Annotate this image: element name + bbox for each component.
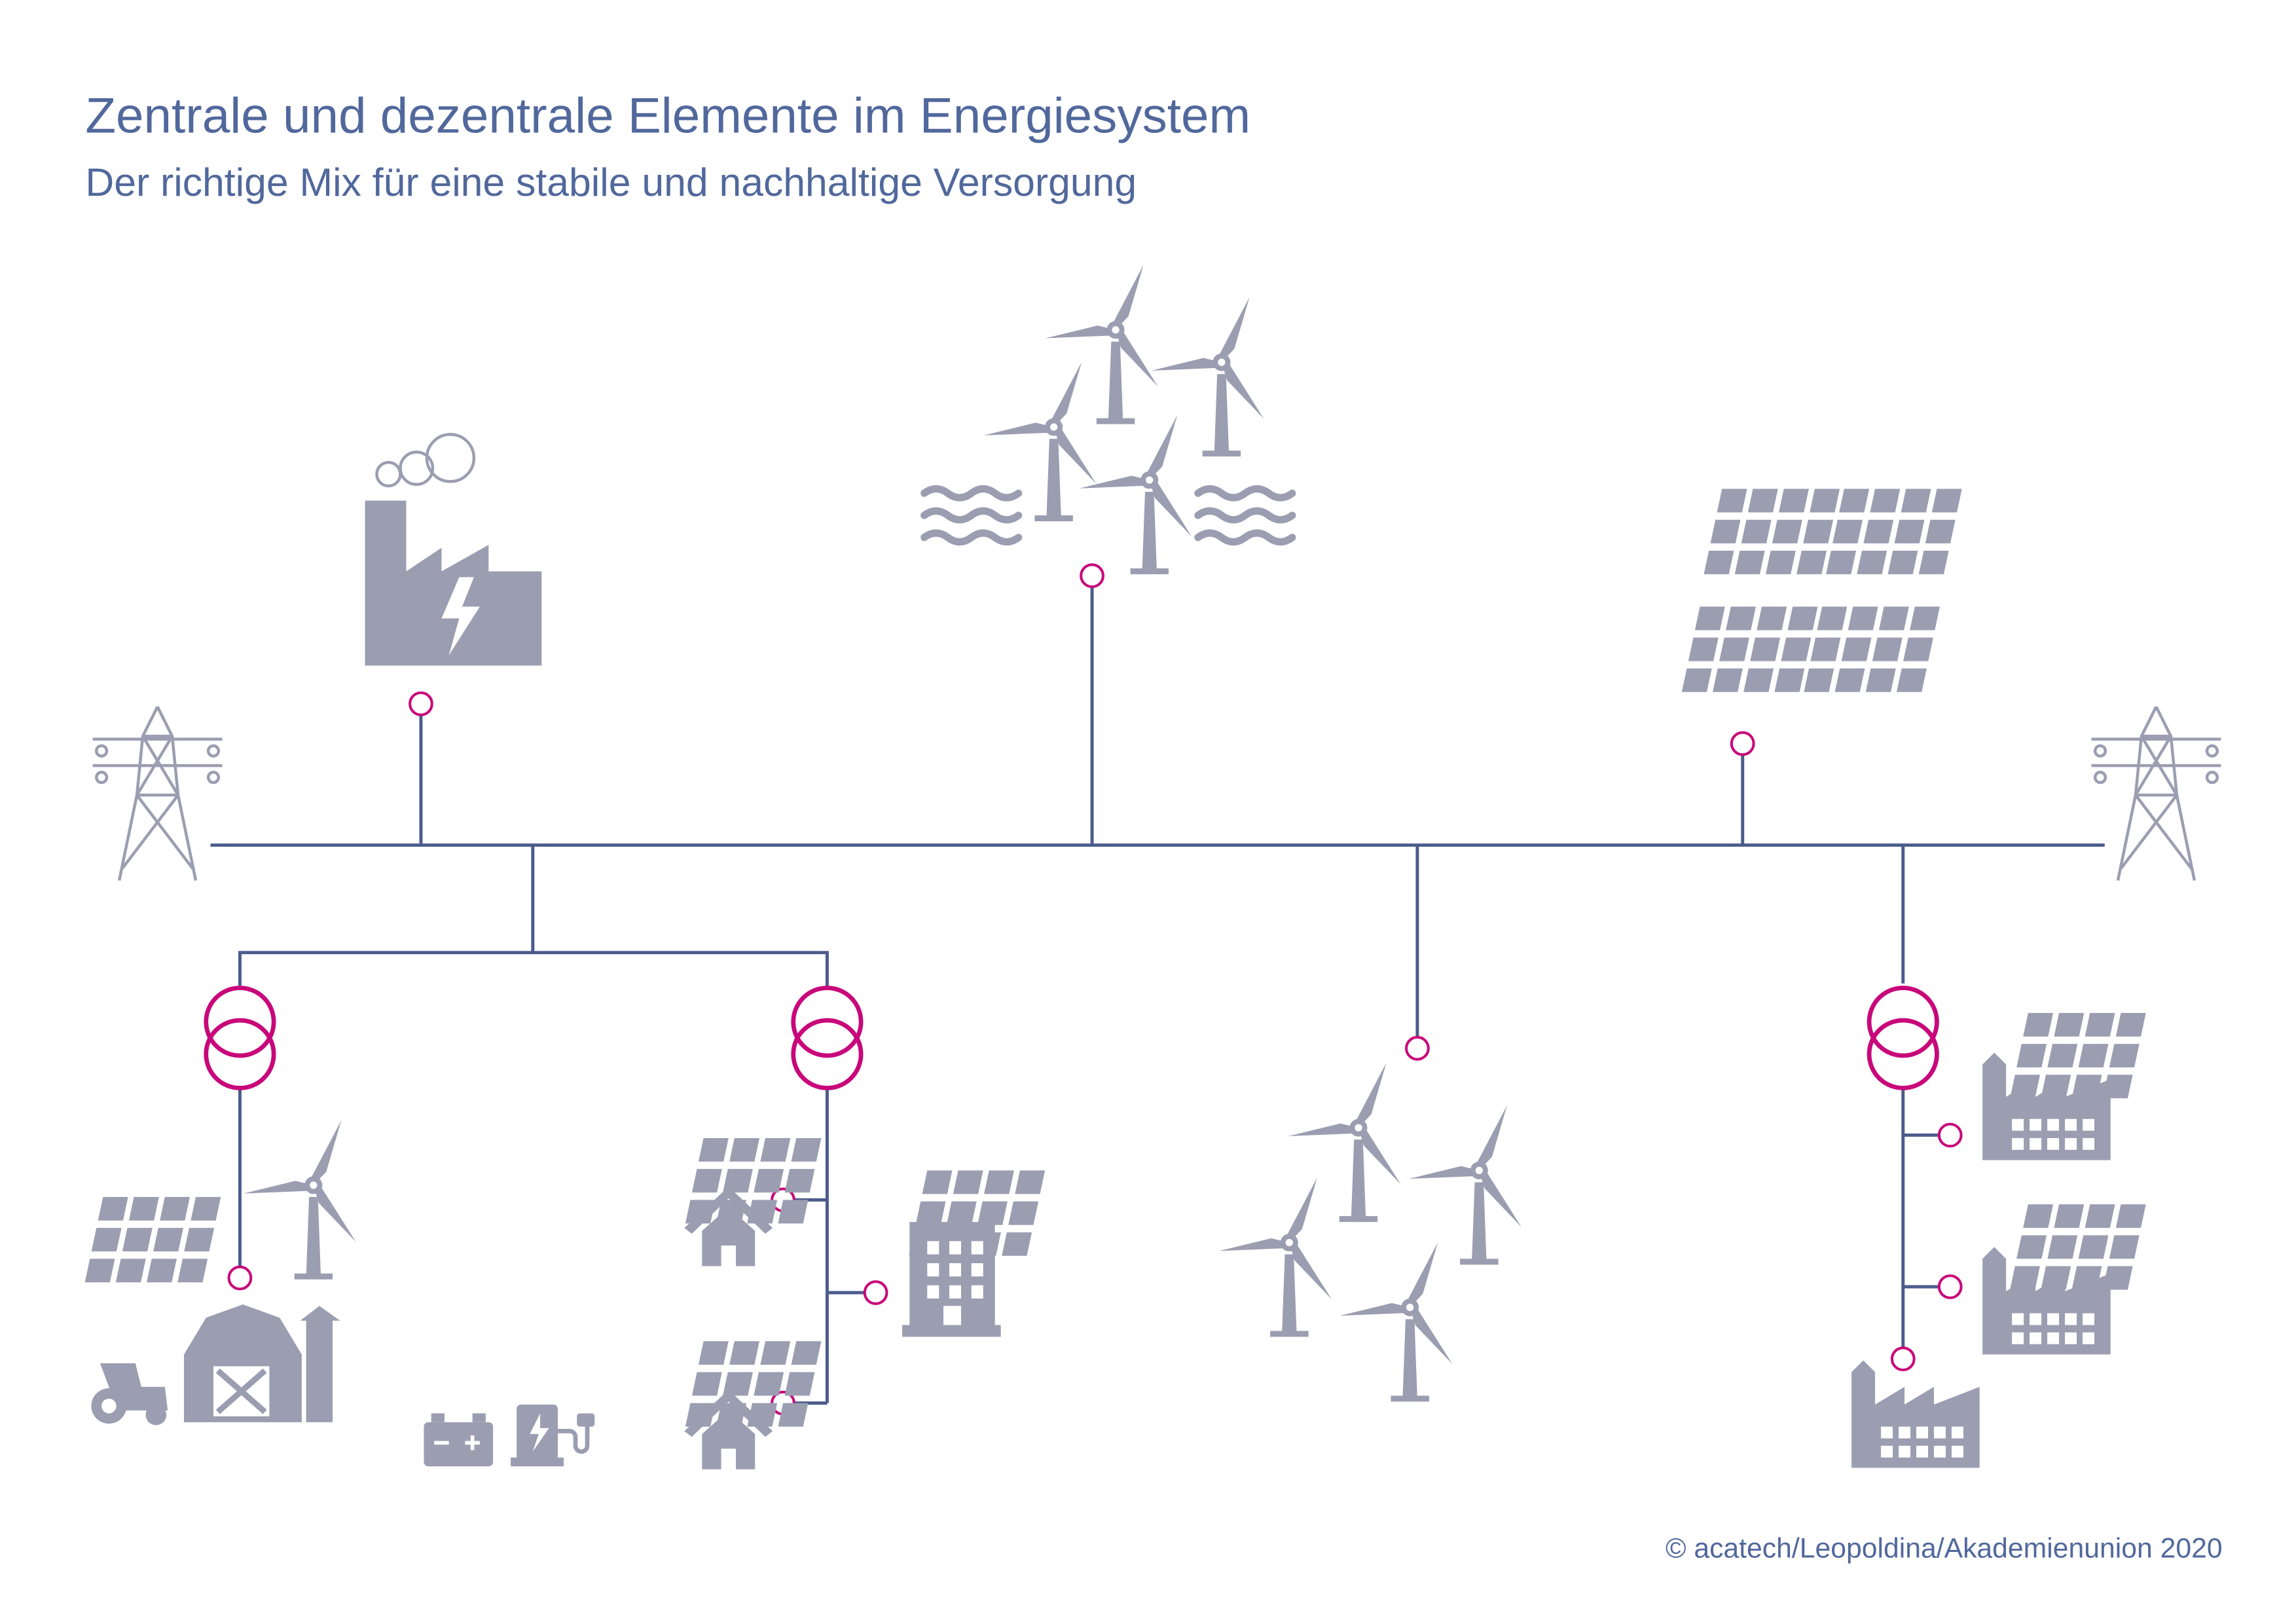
node-factory-1 (1937, 1122, 1963, 1148)
transformer-icon (1867, 986, 1939, 1090)
industrial-factory-icon (1851, 1360, 1980, 1468)
battery-icon (424, 1413, 494, 1467)
node-power-plant (409, 691, 433, 716)
power-pylon-icon (2092, 707, 2221, 880)
node-office (863, 1280, 888, 1305)
tractor-icon (91, 1363, 168, 1426)
office-building-icon (902, 1170, 1046, 1337)
ev-charger-icon (511, 1404, 595, 1467)
farm-icon (84, 1119, 359, 1426)
industrial-factory-icon (1982, 1012, 2146, 1160)
node-solar-farm (1730, 731, 1755, 756)
power-grid-lines (210, 587, 2105, 1405)
solar-farm-icon (1681, 489, 1962, 692)
page-title: Zentrale und dezentrale Elemente im Ener… (85, 88, 1250, 144)
copyright-notice: © acatech/Leopoldina/Akademienunion 2020 (1666, 1533, 2223, 1564)
power-plant-icon (365, 433, 542, 666)
solar-panel-icon (84, 1196, 221, 1283)
waves-icon (1198, 489, 1292, 542)
node-factory-3 (1890, 1346, 1916, 1372)
power-pylon-icon (93, 707, 223, 880)
solar-house-icon (684, 1341, 822, 1469)
solar-house-icon (684, 1137, 822, 1266)
waves-icon (924, 489, 1019, 542)
transformer-icon (791, 986, 864, 1090)
wind-turbine-icon (243, 1119, 359, 1280)
node-factory-2 (1937, 1274, 1963, 1299)
industrial-factory-icon (1982, 1204, 2146, 1355)
node-farm (227, 1265, 253, 1291)
node-onshore-wind (1405, 1035, 1430, 1061)
node-offshore-wind (1080, 563, 1104, 589)
connection-nodes (227, 563, 1963, 1416)
page-subtitle: Der richtige Mix für eine stabile und na… (85, 160, 1137, 204)
offshore-wind-farm-icon (924, 264, 1292, 574)
transformer-icon (204, 986, 276, 1090)
onshore-wind-farm-icon (1218, 1061, 1524, 1401)
